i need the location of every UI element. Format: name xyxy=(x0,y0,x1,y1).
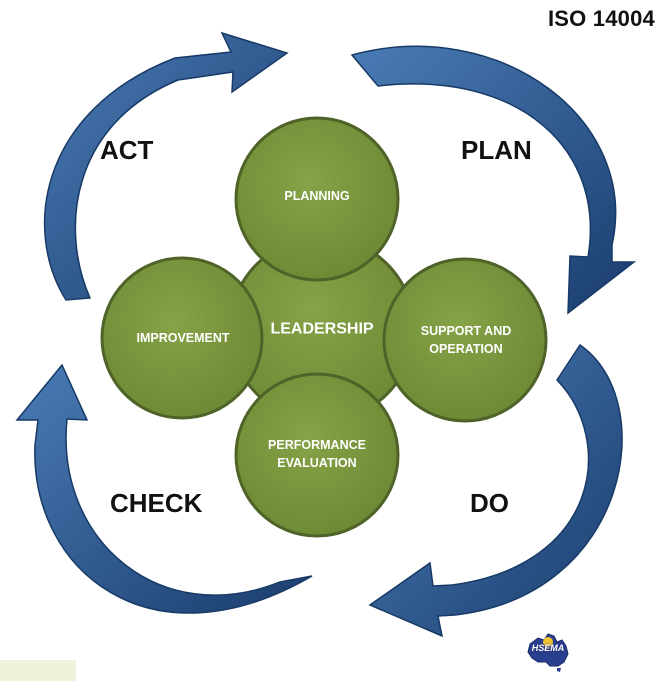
circle-performance-evaluation xyxy=(234,372,400,538)
hsema-logo: HSEMA xyxy=(524,630,572,676)
arrow-do-to-check xyxy=(368,343,623,638)
phase-label-do: DO xyxy=(470,488,509,518)
australia-map-icon xyxy=(527,633,569,672)
phase-label-plan: PLAN xyxy=(461,135,532,165)
phase-label-act: ACT xyxy=(100,135,154,165)
circle-improvement xyxy=(100,256,264,420)
circle-planning xyxy=(234,116,400,282)
arrow-plan-to-do xyxy=(350,45,637,315)
corner-background-patch xyxy=(0,660,76,681)
leadership-label: LEADERSHIP xyxy=(270,320,374,338)
phase-label-check: CHECK xyxy=(110,488,203,518)
arrow-act-to-plan xyxy=(43,31,289,301)
circle-support-operation xyxy=(382,257,548,423)
support-operation-label: SUPPORT AND OPERATION xyxy=(421,322,512,358)
performance-label-line2: EVALUATION xyxy=(277,456,357,470)
performance-evaluation-label: PERFORMANCE EVALUATION xyxy=(268,436,366,472)
support-label-line1: SUPPORT AND xyxy=(420,323,512,338)
arrow-check-to-act xyxy=(15,363,313,614)
diagram-title: ISO 14004 xyxy=(548,6,655,31)
support-label-line2: OPERATION xyxy=(429,342,503,356)
planning-label: PLANNING xyxy=(284,188,350,203)
logo-text: HSEMA xyxy=(531,643,565,653)
improvement-label: IMPROVEMENT xyxy=(136,330,230,345)
performance-label-line1: PERFORMANCE xyxy=(268,437,366,452)
